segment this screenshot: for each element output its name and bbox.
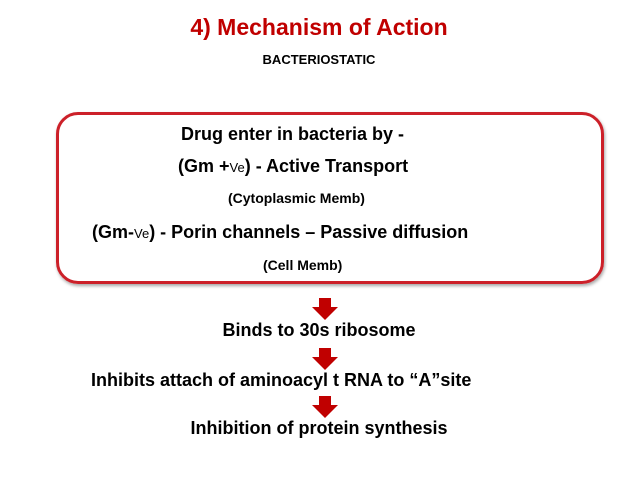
page-title: 4) Mechanism of Action	[190, 14, 448, 40]
down-arrow-icon	[312, 348, 338, 370]
step-inhibition-protein-synthesis: Inhibition of protein synthesis	[190, 418, 448, 438]
cytoplasmic-membrane-note: (Cytoplasmic Memb)	[228, 190, 365, 206]
gram-positive-subscript: Ve	[229, 160, 245, 175]
gram-positive-prefix: (Gm +	[178, 156, 230, 176]
step-inhibits-attach: Inhibits attach of aminoacyl t RNA to “A…	[91, 370, 472, 390]
gram-negative-prefix: (Gm-	[92, 222, 134, 242]
down-arrow-icon	[312, 396, 338, 418]
gram-positive-suffix: ) - Active Transport	[244, 156, 409, 176]
gram-negative-subscript: Ve	[134, 226, 150, 241]
entry-heading: Drug enter in bacteria by -	[181, 124, 405, 144]
down-arrow-icon	[312, 298, 338, 320]
page-subtitle: BACTERIOSTATIC	[262, 52, 376, 67]
gram-positive-line: (Gm +Ve) - Active Transport	[178, 156, 408, 177]
gram-negative-line: (Gm-Ve) - Porin channels – Passive diffu…	[92, 222, 468, 243]
step-binds-ribosome: Binds to 30s ribosome	[222, 320, 416, 340]
cell-membrane-note: (Cell Memb)	[263, 257, 343, 273]
entry-mechanism-box	[56, 112, 604, 284]
gram-negative-suffix: ) - Porin channels – Passive diffusion	[149, 222, 469, 242]
